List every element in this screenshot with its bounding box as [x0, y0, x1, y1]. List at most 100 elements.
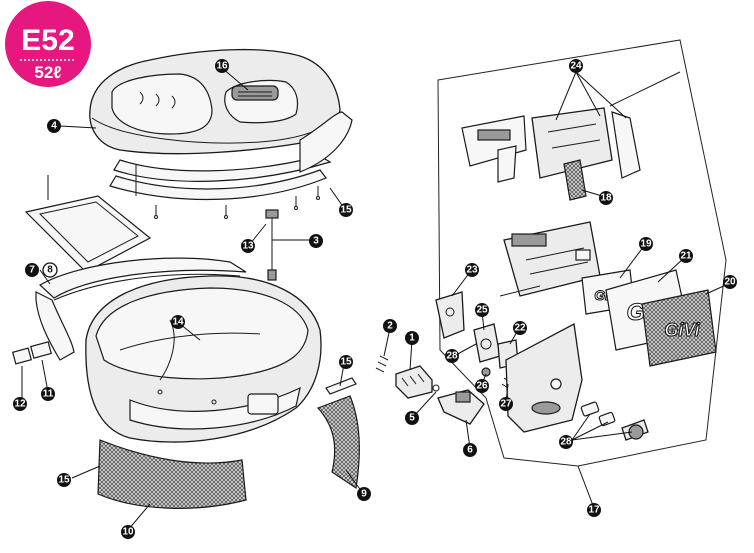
- base-interior: [95, 287, 309, 380]
- lid-side-cover-right: [299, 111, 353, 173]
- lock-rod: [499, 285, 541, 297]
- lock-cover-handle: [531, 401, 561, 415]
- opening-cable: [265, 209, 310, 281]
- lid: [89, 48, 341, 182]
- callout-14: 14: [171, 315, 185, 329]
- model-name: E52: [21, 24, 74, 57]
- cylinder-piece-1: [580, 401, 600, 417]
- callout-7: 7: [25, 263, 39, 277]
- callout-10: 10: [121, 525, 135, 539]
- side-reflector: [316, 377, 360, 490]
- cable-top-end: [265, 209, 279, 219]
- lid-vents: [139, 91, 176, 109]
- svg-text:13: 13: [242, 241, 254, 252]
- lock-cover: [505, 322, 583, 433]
- hinge-assembly: [375, 355, 485, 425]
- callout-4: 4: [47, 119, 61, 133]
- reflector-10: [97, 439, 247, 509]
- model-badge: E52 52ℓ: [5, 1, 91, 87]
- part-23-hole: [445, 307, 455, 317]
- base-screw-b: [157, 389, 163, 395]
- rim-upper: [38, 257, 247, 299]
- case-base: [85, 275, 322, 443]
- callout-20: 20: [723, 275, 737, 289]
- svg-text:14: 14: [172, 317, 184, 328]
- logo-20-text: GiVi: [664, 320, 700, 340]
- lid-screws: [154, 186, 320, 219]
- callout-24: 24: [569, 59, 583, 73]
- base-latch-housing: [247, 393, 279, 415]
- callout-21: 21: [679, 249, 693, 263]
- part-26-washer: [481, 367, 491, 377]
- svg-text:23: 23: [466, 265, 478, 276]
- lid-lower-trim: [109, 169, 327, 201]
- callout-11: 11: [41, 387, 55, 401]
- svg-text:28: 28: [446, 351, 458, 362]
- callout-6: 6: [463, 443, 477, 457]
- lock-housing-lines: [525, 247, 589, 275]
- base-lower-band: [129, 386, 301, 430]
- clip-12: [11, 347, 33, 365]
- callout-9: 9: [357, 487, 371, 501]
- rim-inner-line: [53, 273, 241, 301]
- svg-text:25: 25: [476, 305, 488, 316]
- key-cylinder: [580, 401, 649, 441]
- callout-15b: 15: [339, 355, 353, 369]
- callout-12: 12: [13, 397, 27, 411]
- callout-8: 8: [42, 262, 58, 278]
- callout-28a: 28: [445, 349, 459, 363]
- svg-text:15: 15: [340, 205, 352, 216]
- lock-small-parts: [473, 323, 519, 389]
- part-6-base: [437, 389, 485, 425]
- logo-badges: GiVi GiVi GiVi: [581, 269, 717, 367]
- base-screw-a: [211, 399, 217, 405]
- logo-20-mesh: [641, 289, 717, 367]
- capacity-label: 52ℓ: [34, 63, 61, 82]
- svg-text:7: 7: [29, 265, 35, 276]
- callout-19: 19: [639, 237, 653, 251]
- lock-housing-slot: [511, 233, 547, 247]
- lid-side-covers: [109, 111, 353, 219]
- svg-text:21: 21: [680, 251, 692, 262]
- clip-11: [30, 341, 52, 359]
- svg-text:24: 24: [570, 61, 582, 72]
- svg-text:2: 2: [387, 321, 393, 332]
- lock-mechanism: [499, 221, 601, 297]
- callout-16: 16: [215, 59, 229, 73]
- svg-text:18: 18: [600, 193, 612, 204]
- lock-window: [575, 249, 591, 261]
- svg-text:5: 5: [409, 413, 415, 424]
- inner-lid-panel: [24, 165, 152, 273]
- callout-26: 26: [475, 379, 489, 393]
- cable-bottom-end: [267, 269, 277, 281]
- callout-18: 18: [599, 191, 613, 205]
- callout-27: 27: [499, 397, 513, 411]
- latch-bracket: [461, 115, 527, 167]
- top-rim: [35, 257, 247, 361]
- svg-text:16: 16: [216, 61, 228, 72]
- inner-panel-inset: [38, 201, 139, 263]
- callout-22: 22: [513, 321, 527, 335]
- lid-logo-plate: [231, 85, 279, 101]
- part-24-rod: [609, 71, 681, 107]
- callout-13: 13: [241, 239, 255, 253]
- small-clips: [11, 341, 52, 365]
- callout-3: 3: [309, 234, 323, 248]
- strap-1: [119, 332, 261, 351]
- callout-25: 25: [475, 303, 489, 317]
- lid-left-panel: [111, 73, 213, 135]
- svg-text:11: 11: [43, 389, 54, 400]
- part-6-tab: [455, 391, 471, 403]
- part-24-lines: [547, 123, 601, 149]
- svg-text:8: 8: [47, 265, 53, 276]
- svg-text:12: 12: [14, 399, 26, 410]
- svg-text:15: 15: [58, 475, 70, 486]
- lid-seal-strip: [113, 155, 332, 182]
- callout-15c: 15: [57, 473, 71, 487]
- svg-text:27: 27: [500, 399, 512, 410]
- svg-text:6: 6: [467, 445, 473, 456]
- latch-plate: [461, 71, 681, 183]
- part-18-mesh: [563, 159, 587, 201]
- svg-text:4: 4: [51, 121, 57, 132]
